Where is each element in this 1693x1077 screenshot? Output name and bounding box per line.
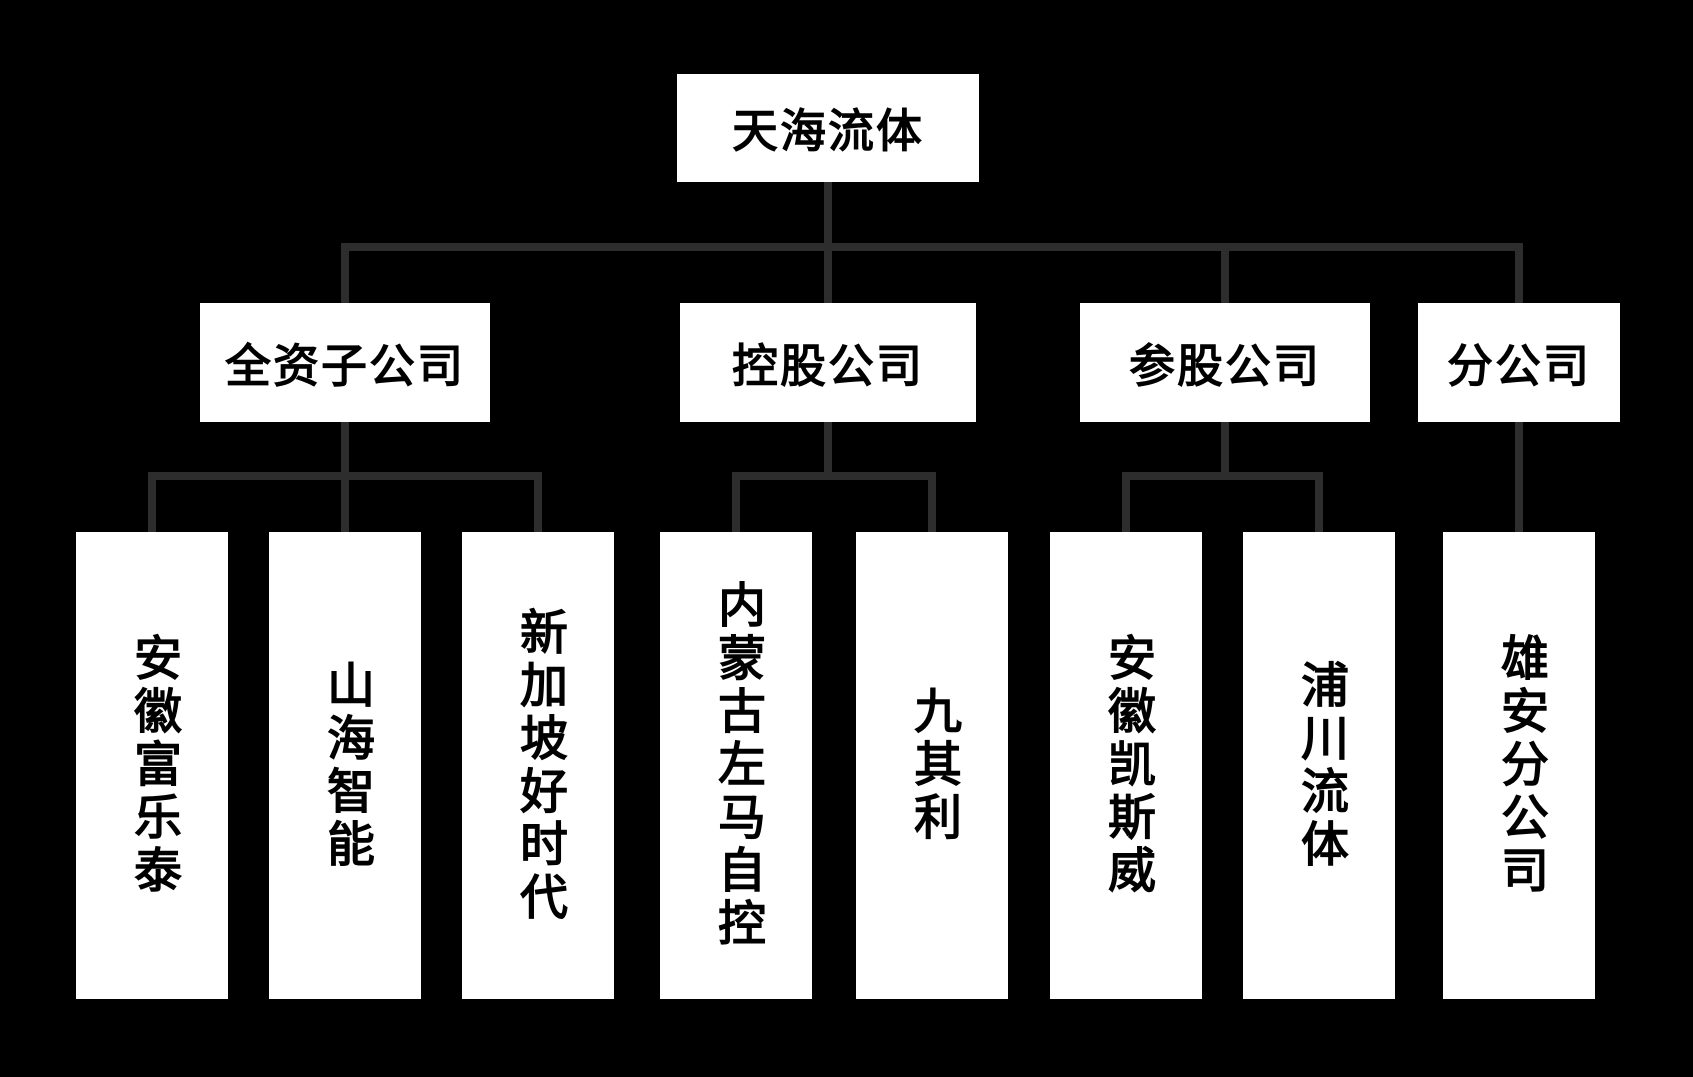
org-node-group-label: 参股公司	[1129, 339, 1321, 392]
org-node-company: 浦川流体	[1243, 532, 1395, 999]
org-node-company-label: 安徽凯斯威	[1100, 633, 1153, 898]
org-node-company: 安徽凯斯威	[1050, 532, 1202, 999]
org-node-company-label: 雄安分公司	[1493, 633, 1546, 898]
org-node-company-label: 内蒙古左马自控	[710, 580, 763, 951]
org-node-company-label: 山海智能	[319, 659, 372, 872]
org-node-company: 新加坡好时代	[462, 532, 614, 999]
org-node-company: 九其利	[856, 532, 1008, 999]
org-node-root: 天海流体	[677, 74, 979, 182]
org-node-company-label: 新加坡好时代	[512, 606, 565, 925]
org-node-group-equity: 参股公司	[1080, 303, 1370, 422]
org-node-company-label: 浦川流体	[1293, 659, 1346, 872]
org-node-group-label: 控股公司	[732, 339, 924, 392]
org-node-group-holding: 控股公司	[680, 303, 976, 422]
org-node-company: 雄安分公司	[1443, 532, 1595, 999]
org-node-company-label: 九其利	[906, 686, 959, 845]
org-node-group-label: 全资子公司	[225, 339, 465, 392]
org-node-group-label: 分公司	[1447, 339, 1591, 392]
org-node-company: 山海智能	[269, 532, 421, 999]
org-node-group-wholly-owned: 全资子公司	[200, 303, 490, 422]
org-node-company-label: 安徽富乐泰	[126, 633, 179, 898]
org-node-company: 安徽富乐泰	[76, 532, 228, 999]
org-node-root-label: 天海流体	[732, 105, 924, 157]
org-node-group-branch: 分公司	[1418, 303, 1620, 422]
org-node-company: 内蒙古左马自控	[660, 532, 812, 999]
